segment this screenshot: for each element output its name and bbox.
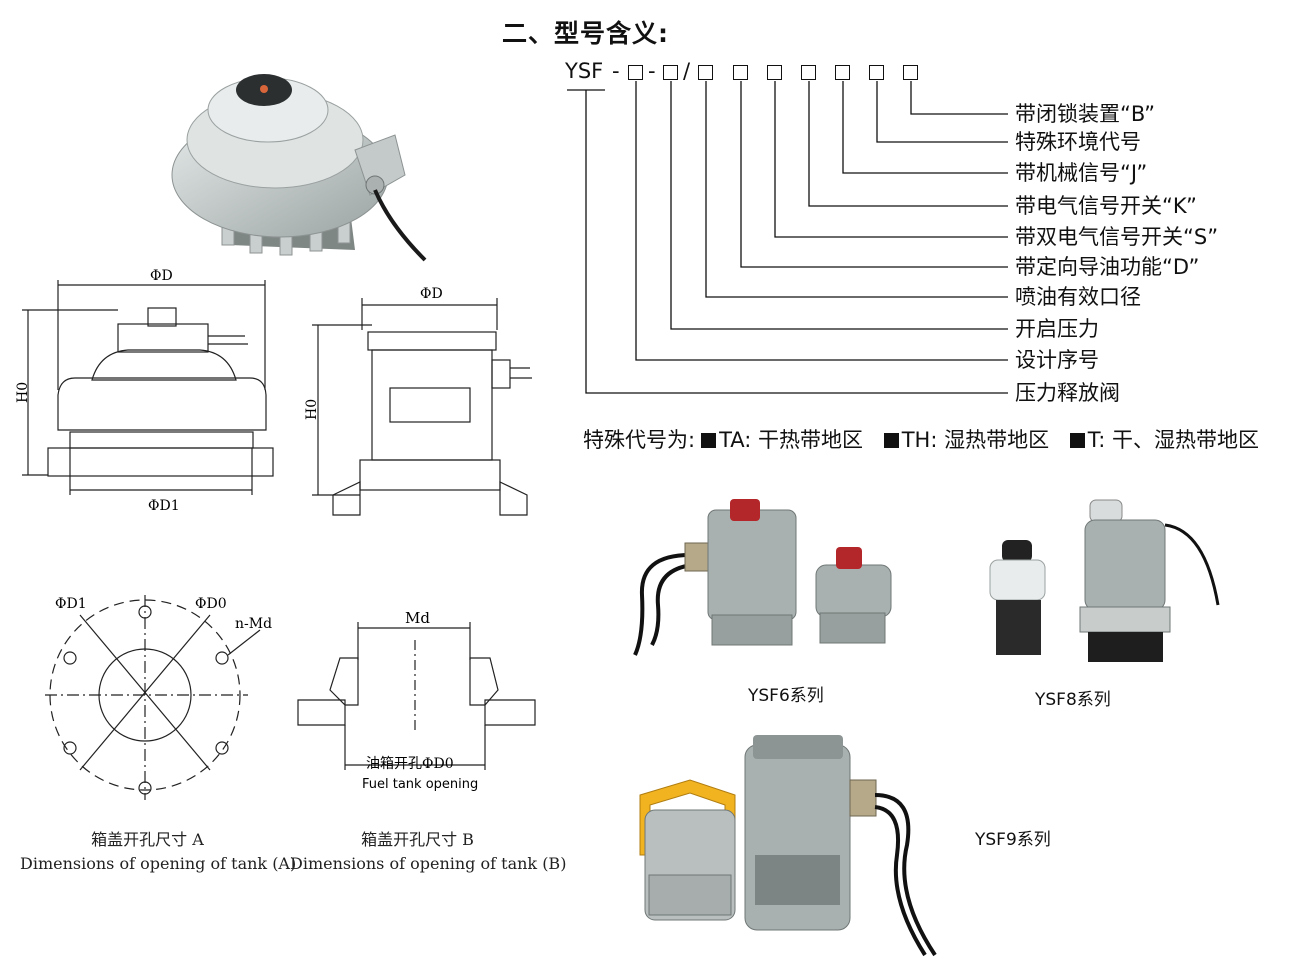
label-ysf9: YSF9系列 bbox=[975, 830, 1051, 850]
model-code-separator: / bbox=[683, 59, 691, 83]
valve-photo-main bbox=[171, 74, 427, 262]
meaning-opening-pressure: 开启压力 bbox=[1015, 317, 1099, 341]
meaning-spray-diameter: 喷油有效口径 bbox=[1015, 285, 1141, 309]
dim-phi-d1-3: ΦD1 bbox=[55, 596, 87, 612]
caption-opening-a-en: Dimensions of opening of tank (A) bbox=[20, 854, 297, 873]
special-code-t: T: 干、湿热带地区 bbox=[1087, 428, 1260, 452]
code-box bbox=[628, 65, 643, 80]
caption-opening-b-en: Dimensions of opening of tank (B) bbox=[290, 854, 567, 873]
meaning-directional-oil: 带定向导油功能“D” bbox=[1015, 255, 1200, 279]
meaning-mech-signal: 带机械信号“J” bbox=[1015, 161, 1148, 185]
black-square-icon bbox=[883, 433, 899, 448]
fuel-tank-cn: 油箱开孔ΦD0 bbox=[366, 756, 454, 772]
technical-drawings: ΦD ΦD1 H0 ΦD H0 ΦD1 ΦD0 n-Md Md 油箱开孔ΦD0 … bbox=[15, 268, 536, 800]
caption-opening-a-cn: 箱盖开孔尺寸 A bbox=[91, 830, 204, 849]
dim-phi-d0-3: ΦD0 bbox=[195, 596, 227, 612]
meaning-dual-elec-signal: 带双电气信号开关“S” bbox=[1015, 225, 1219, 249]
caption-opening-b-cn: 箱盖开孔尺寸 B bbox=[361, 830, 474, 849]
special-codes-label: 特殊代号为: bbox=[583, 428, 696, 452]
dim-n-md: n-Md bbox=[235, 616, 272, 632]
black-square-icon bbox=[701, 433, 717, 448]
special-code-ta: TA: 干热带地区 bbox=[719, 428, 864, 452]
model-code-separator: - bbox=[612, 59, 620, 83]
ysf6-photo bbox=[633, 499, 892, 656]
code-box bbox=[869, 65, 884, 80]
section-title: 二、型号含义: bbox=[502, 19, 669, 48]
special-code-th: TH: 湿热带地区 bbox=[901, 428, 1050, 452]
code-box bbox=[903, 65, 918, 80]
label-ysf8: YSF8系列 bbox=[1035, 690, 1111, 710]
code-box bbox=[733, 65, 748, 80]
meaning-pressure-relief-valve: 压力释放阀 bbox=[1015, 381, 1120, 405]
black-square-icon bbox=[1069, 433, 1085, 448]
meaning-design-serial: 设计序号 bbox=[1015, 348, 1099, 372]
fuel-tank-en: Fuel tank opening bbox=[362, 777, 478, 792]
code-box bbox=[801, 65, 816, 80]
meaning-lock-device: 带闭锁装置“B” bbox=[1015, 102, 1156, 126]
ysf9-photo bbox=[639, 735, 937, 957]
dim-h0-1: H0 bbox=[15, 382, 31, 403]
dim-md: Md bbox=[405, 609, 430, 627]
code-box bbox=[698, 65, 713, 80]
special-codes-line: 特殊代号为: TA: 干热带地区 TH: 湿热带地区 T: 干、湿热带地区 bbox=[583, 424, 1259, 454]
dim-phi-d-1: ΦD bbox=[150, 268, 173, 284]
meaning-special-env: 特殊环境代号 bbox=[1015, 130, 1141, 154]
code-box bbox=[663, 65, 678, 80]
meaning-elec-signal: 带电气信号开关“K” bbox=[1015, 194, 1197, 218]
label-ysf6: YSF6系列 bbox=[748, 686, 824, 706]
model-code-prefix: YSF bbox=[565, 59, 604, 83]
dim-h0-2: H0 bbox=[304, 399, 320, 420]
ysf8-photo bbox=[989, 499, 1220, 662]
code-box bbox=[835, 65, 850, 80]
dim-phi-d1-1: ΦD1 bbox=[148, 498, 180, 514]
dim-phi-d-2: ΦD bbox=[420, 286, 443, 302]
code-box bbox=[767, 65, 782, 80]
model-code-separator: - bbox=[648, 59, 656, 83]
